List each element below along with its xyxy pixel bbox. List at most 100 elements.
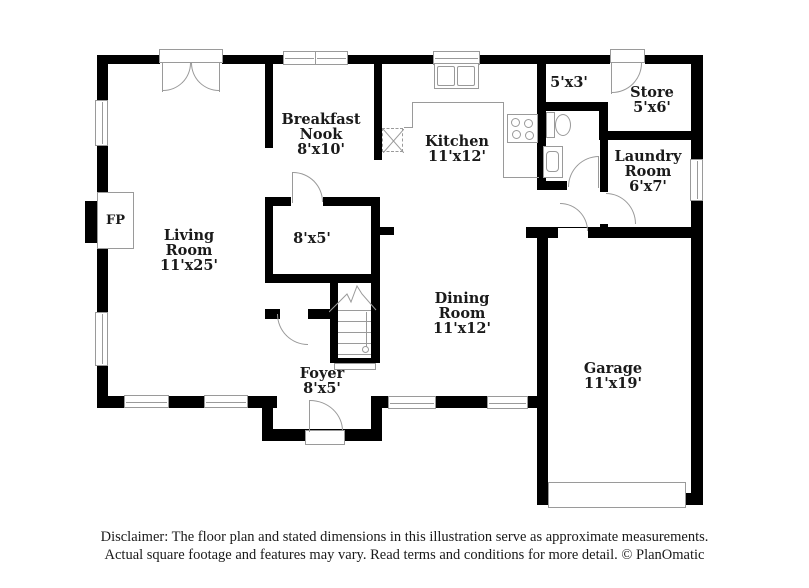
fireplace	[97, 192, 134, 249]
stove-burner	[512, 130, 521, 139]
room-dims: 11'x12'	[428, 148, 486, 165]
room-dims: 6'x7'	[629, 178, 667, 195]
room-dims: 5'x3'	[550, 74, 588, 91]
store-door-leaf	[611, 63, 612, 94]
room-label-garage: Garage 11'x19'	[568, 361, 658, 391]
room-dims: 8'x5'	[303, 380, 341, 397]
room-name: Laundry Room	[614, 148, 682, 180]
stair-bottom-tread	[334, 363, 376, 370]
wall-segment	[330, 283, 338, 363]
door-opening	[600, 192, 608, 224]
room-name: Kitchen	[425, 133, 489, 150]
wall-segment	[599, 131, 691, 140]
wall-segment	[374, 55, 382, 160]
window	[388, 396, 436, 409]
kitchen-sink-basin	[457, 66, 475, 86]
room-dims: 8'x5'	[293, 230, 331, 247]
window	[95, 100, 108, 146]
pantry-dashed-box	[382, 128, 405, 154]
stair-handrail	[366, 312, 367, 352]
stove-burner	[525, 131, 534, 140]
room-label-laundry-room: Laundry Room 6'x7'	[608, 149, 688, 194]
entry-door-arc	[191, 63, 219, 91]
entry-door-leaf	[219, 63, 220, 92]
toilet-tank	[546, 112, 555, 138]
wall-segment	[645, 55, 703, 64]
room-dims: 8'x10'	[297, 141, 345, 158]
wall-segment	[537, 102, 608, 111]
wall-segment	[265, 55, 273, 148]
window	[95, 312, 108, 366]
wall-segment	[265, 197, 273, 283]
wall-segment	[537, 227, 548, 505]
stove-burner	[524, 119, 533, 128]
room-label-center-closet: 8'x5'	[272, 231, 352, 246]
entry-door-leaf	[162, 63, 163, 92]
room-dims: 11'x19'	[584, 375, 642, 392]
bathroom-door-arc	[568, 156, 599, 187]
kitchen-sink-basin	[437, 66, 455, 86]
counter-edge	[412, 102, 504, 103]
window	[690, 159, 703, 201]
wall-segment	[691, 55, 703, 505]
wall-segment	[308, 309, 330, 319]
room-name: Breakfast Nook	[281, 111, 361, 143]
stair-break-line	[329, 284, 377, 313]
room-name: Store	[630, 84, 674, 101]
room-label-store: Store 5'x6'	[612, 85, 692, 115]
laundry-door-arc	[606, 193, 636, 224]
fireplace-chimney	[85, 201, 98, 243]
wall-segment	[265, 274, 380, 283]
wall-segment	[380, 227, 394, 235]
stove-burner	[511, 118, 520, 127]
window	[124, 395, 169, 408]
room-label-living-room: Living Room 11'x25'	[154, 228, 224, 273]
door-opening	[558, 228, 588, 238]
room-label-kitchen: Kitchen 11'x12'	[412, 134, 502, 164]
wall-segment	[222, 55, 283, 64]
window	[283, 51, 316, 65]
wall-segment	[348, 55, 433, 64]
stair-newel-post	[362, 346, 369, 353]
room-name: Living Room	[163, 227, 215, 259]
toilet-bowl	[555, 114, 571, 136]
garage-door-arc	[560, 203, 588, 231]
store-door-threshold	[610, 49, 645, 63]
garage-door	[548, 482, 686, 508]
room-name: Dining Room	[434, 290, 490, 322]
front-door-arc	[310, 400, 343, 431]
wall-segment	[600, 140, 608, 231]
room-dims: 5'x6'	[633, 99, 671, 116]
entry-door-threshold	[159, 49, 223, 63]
front-door-threshold	[305, 430, 345, 445]
wall-segment	[537, 181, 567, 190]
entry-door-arc	[163, 63, 191, 91]
window	[315, 51, 348, 65]
counter-edge	[412, 102, 413, 128]
wall-segment	[537, 55, 546, 190]
room-label-dining-room: Dining Room 11'x12'	[427, 291, 497, 336]
room-name: Garage	[583, 360, 643, 377]
wall-segment	[330, 355, 380, 363]
foyer-door-arc	[277, 314, 308, 345]
room-label-small-closet: 5'x3'	[529, 75, 609, 90]
wall-segment	[265, 309, 280, 319]
closet-door-arc	[293, 172, 323, 202]
counter-edge	[404, 127, 413, 128]
disclaimer-line-1: Disclaimer: The floor plan and stated di…	[100, 529, 709, 545]
wall-segment	[371, 396, 382, 441]
disclaimer-line-2: Actual square footage and features may v…	[104, 547, 705, 563]
room-label-foyer: Foyer 8'x5'	[277, 366, 367, 396]
wall-segment	[526, 227, 691, 238]
front-door-leaf	[309, 400, 310, 432]
room-name: Foyer	[299, 365, 345, 382]
counter-edge	[503, 102, 504, 178]
room-dims: 11'x12'	[433, 320, 491, 337]
room-dims: 11'x25'	[160, 257, 218, 274]
wall-segment	[262, 396, 273, 441]
x-mark-icon	[382, 128, 405, 154]
counter-edge	[503, 177, 539, 178]
fireplace-label: FP	[105, 213, 125, 228]
bathroom-sink-fixture	[546, 151, 559, 172]
